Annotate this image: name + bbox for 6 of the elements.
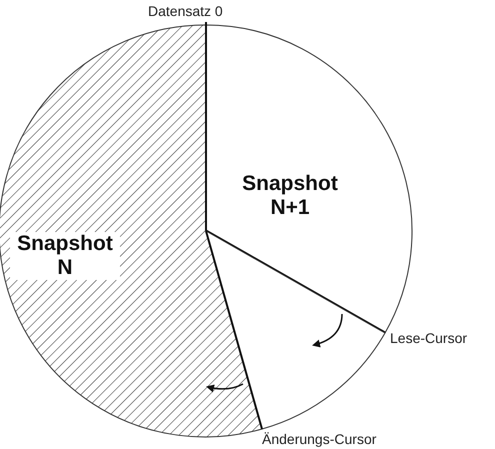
pie-sector <box>205 22 412 335</box>
cursor-label: Lese-Cursor <box>390 330 468 346</box>
sector-label: Snapshot N+1 <box>241 172 339 220</box>
record-label: Datensatz 0 <box>148 3 223 19</box>
sector-label: Snapshot N <box>10 232 120 280</box>
cursor-label: Änderungs-Cursor <box>262 431 376 447</box>
